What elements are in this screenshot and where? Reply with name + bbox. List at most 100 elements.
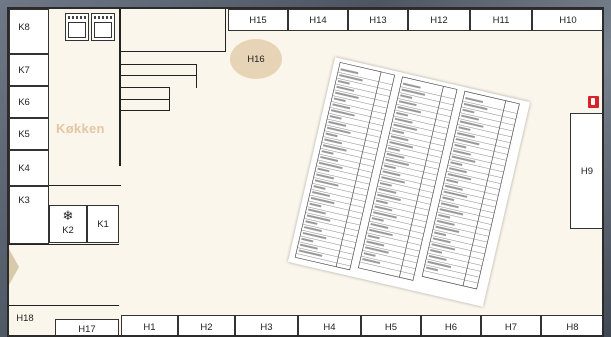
sheet-row-text-mark — [457, 132, 476, 139]
sheet-row-line — [304, 218, 359, 232]
sheet-row-text-mark — [325, 132, 338, 138]
room-h15[interactable]: H15 — [228, 9, 288, 31]
sheet-row-text-mark — [298, 249, 323, 257]
room-h18[interactable]: H18 — [9, 306, 55, 335]
sheet-row-line — [325, 124, 381, 138]
kitchen-wall-bottom — [49, 185, 121, 186]
sheet-row-line — [431, 235, 487, 249]
room-h5[interactable]: H5 — [361, 315, 421, 335]
wall-left-bottom — [9, 244, 119, 245]
sheet-row-line — [335, 83, 390, 97]
staircase — [121, 9, 226, 114]
sheet-row-text-mark — [451, 155, 476, 163]
sheet-row-line — [427, 252, 483, 266]
sheet-row-text-mark — [430, 249, 443, 254]
kitchen-wall — [119, 9, 121, 166]
room-h10[interactable]: H10 — [532, 9, 602, 31]
room-label: H12 — [430, 14, 448, 26]
room-label: H1 — [143, 321, 156, 333]
room-h13[interactable]: H13 — [348, 9, 408, 31]
room-k4[interactable]: K4 — [9, 150, 49, 186]
sheet-row-line — [398, 92, 454, 106]
sheet-row-text-mark — [444, 184, 463, 191]
sheet-row-text-mark — [309, 202, 322, 208]
sheet-row-text-mark — [363, 252, 376, 257]
room-k6[interactable]: K6 — [9, 86, 49, 118]
sheet-row-text-mark — [435, 225, 460, 234]
sheet-row-line — [451, 147, 507, 161]
sheet-row-line — [377, 185, 432, 199]
room-h4[interactable]: H4 — [298, 315, 361, 335]
sheet-row-text-mark — [402, 82, 421, 89]
sheet-row-text-mark — [369, 228, 393, 237]
sheet-row-text-mark — [340, 68, 359, 75]
sheet-row-text-mark — [443, 190, 468, 198]
sheet-row-text-mark — [381, 176, 405, 184]
sheet-row-text-mark — [318, 161, 343, 170]
sheet-row-text-mark — [312, 191, 331, 198]
sheet-row-line — [443, 182, 499, 196]
sheet-row-text-mark — [440, 202, 459, 209]
sheet-row-text-mark — [374, 205, 393, 212]
room-label: K4 — [18, 162, 30, 174]
room-h2[interactable]: H2 — [178, 315, 235, 335]
room-k8[interactable]: K8 — [9, 9, 49, 54]
sheet-row-line — [400, 86, 455, 100]
room-k3[interactable]: K3 — [9, 186, 49, 244]
sheet-row-line — [333, 89, 389, 103]
sheet-row-line — [301, 229, 357, 243]
sheet-row-line — [447, 165, 503, 179]
room-h9[interactable]: H9 — [570, 113, 602, 229]
sheet-row-text-mark — [401, 88, 426, 96]
room-k7[interactable]: K7 — [9, 54, 49, 86]
room-h8[interactable]: H8 — [541, 315, 602, 335]
room-k2[interactable]: ❄ K2 — [49, 205, 87, 243]
sheet-row-text-mark — [336, 85, 355, 92]
sheet-row-line — [438, 206, 493, 220]
sheet-row-text-mark — [379, 182, 392, 187]
sheet-row-line — [442, 188, 497, 202]
room-label: H16 — [247, 53, 265, 65]
sheet-row-line — [322, 136, 378, 150]
room-label: H8 — [566, 321, 579, 333]
sheet-row-line — [314, 171, 370, 185]
sheet-row-text-mark — [439, 208, 464, 216]
sheet-row-line — [331, 101, 386, 115]
sheet-row-line — [396, 103, 451, 117]
sheet-row-text-mark — [322, 144, 347, 152]
room-h3[interactable]: H3 — [235, 315, 298, 335]
room-h16[interactable]: H16 — [230, 39, 282, 79]
sheet-row-line — [297, 247, 352, 261]
sheet-row-text-mark — [387, 146, 401, 152]
sheet-row-text-mark — [448, 167, 467, 174]
sheet-row-line — [423, 270, 479, 284]
room-h1[interactable]: H1 — [121, 315, 178, 335]
snowflake-icon: ❄ — [62, 208, 74, 223]
sheet-row-line — [458, 118, 514, 132]
sheet-row-text-mark — [329, 115, 342, 120]
room-h17[interactable]: H17 — [55, 319, 119, 335]
room-h11[interactable]: H11 — [470, 9, 532, 31]
sheet-row-line — [385, 150, 441, 164]
sheet-row-text-mark — [458, 126, 471, 131]
sheet-row-line — [302, 223, 358, 237]
sheet-row-text-mark — [382, 170, 401, 177]
sheet-row-text-mark — [462, 108, 475, 114]
room-h14[interactable]: H14 — [288, 9, 348, 31]
sheet-row-line — [316, 165, 371, 179]
room-h7[interactable]: H7 — [481, 315, 541, 335]
sheet-row-line — [317, 159, 373, 173]
sheet-row-text-mark — [337, 79, 350, 85]
room-label: H3 — [260, 321, 273, 333]
sheet-row-text-mark — [320, 155, 339, 162]
room-h12[interactable]: H12 — [408, 9, 470, 31]
sheet-row-text-mark — [463, 102, 488, 111]
room-k1[interactable]: K1 — [87, 205, 119, 243]
room-k5[interactable]: K5 — [9, 118, 49, 150]
room-h6[interactable]: H6 — [421, 315, 481, 335]
sheet-row-line — [363, 244, 419, 258]
sheet-row-line — [430, 241, 485, 255]
sheet-row-line — [432, 229, 488, 243]
sheet-row-text-mark — [324, 138, 343, 145]
sheet-row-text-mark — [398, 100, 417, 107]
